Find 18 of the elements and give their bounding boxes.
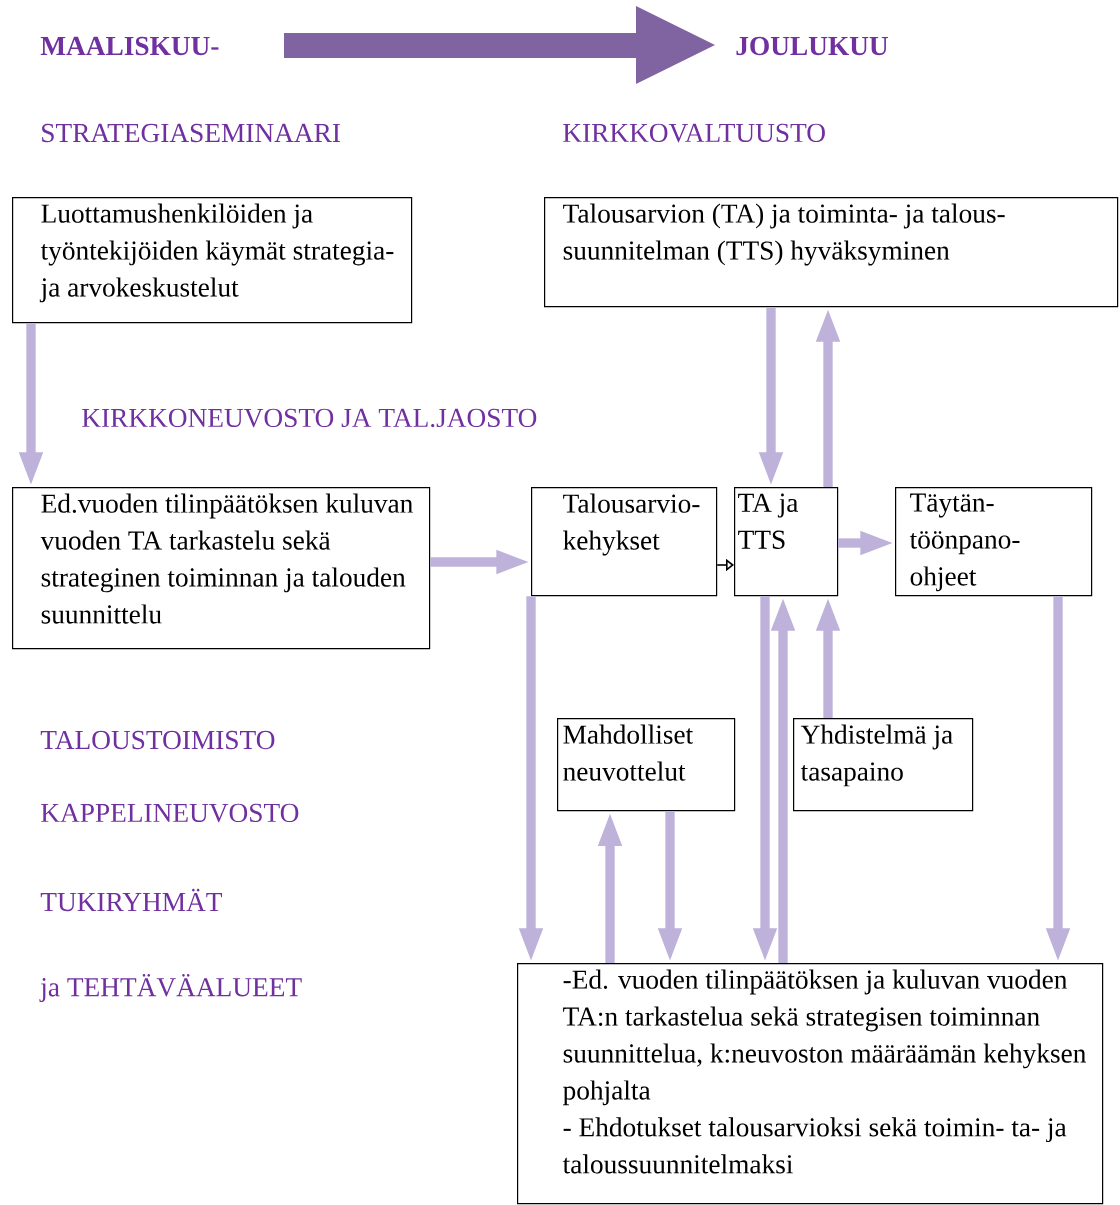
heading-label: KIRKKOVALTUUSTO — [563, 123, 825, 143]
text-box: Luottamushenkilöiden ja työntekijöiden käymät strategia- ja arvokeskustelut — [12, 197, 413, 324]
heading-label: STRATEGIASEMINAARI — [42, 123, 340, 143]
heading-label: MAALISKUU- — [40, 36, 219, 56]
heading-label: TALOUSTOIMISTO — [40, 730, 275, 750]
text-box: Talousarvio- kehykset — [531, 487, 718, 597]
text-box: TA ja TTS — [734, 487, 839, 597]
text-box: Ed.vuoden tilinpäätöksen kuluvan vuoden TA tarkastelu sekä strateginen toiminnan ja talouden suunnittelu — [12, 487, 431, 650]
text-box: Mahdolliset neuvottelut — [557, 718, 736, 812]
text-box: Täytän- töönpano- ohjeet — [895, 487, 1093, 597]
heading-label: KIRKKONEUVOSTO JA TAL.JAOSTO — [82, 408, 537, 428]
text-box: Talousarvion (TA) ja toiminta- ja talous- suunnitelman (TTS) hyväksyminen — [544, 197, 1119, 308]
text-box: -Ed. vuoden tilinpäätöksen ja kuluvan vuoden TA:n tarkastelua sekä strategisen toiminnan suunnittelua, k:neuvoston määräämän kehyksen pohjalta - Ehdotukset talousarvioksi sekä toimin- ta- ja taloussuunnitelmaksi — [517, 963, 1104, 1205]
heading-label: TUKIRYHMÄT — [40, 888, 222, 912]
heading-label: ja TEHTÄVÄALUEET — [39, 974, 302, 1002]
heading-label: JOULUKUU — [736, 36, 888, 56]
heading-label: KAPPELINEUVOSTO — [41, 803, 299, 823]
text-box: Yhdistelmä ja tasapaino — [793, 718, 974, 812]
